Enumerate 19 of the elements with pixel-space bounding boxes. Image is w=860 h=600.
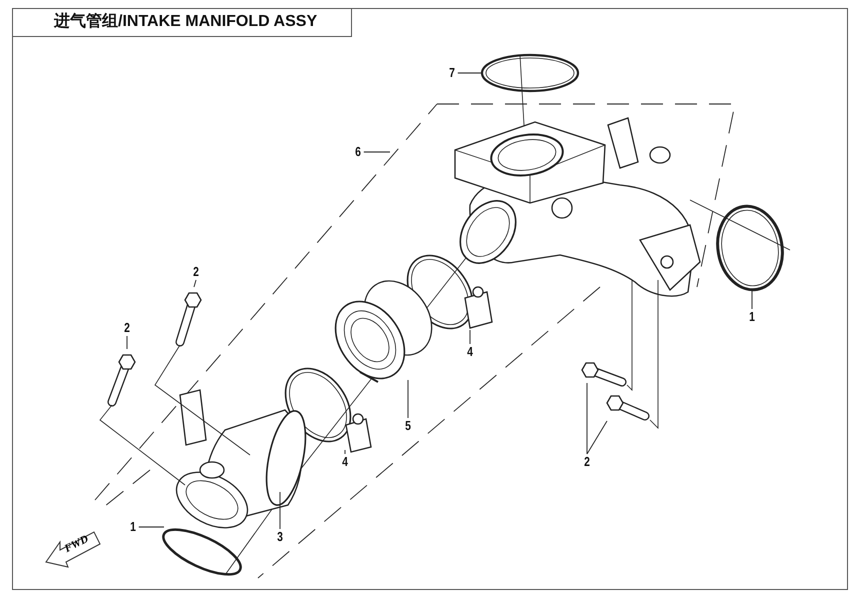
leader-line xyxy=(457,72,482,74)
leader-line xyxy=(194,280,196,288)
callout-number: 1 xyxy=(747,310,757,324)
callout-number: 2 xyxy=(582,455,592,469)
title: 进气管组/INTAKE MANIFOLD ASSY xyxy=(12,8,352,37)
callout-number: 2 xyxy=(122,321,132,335)
leader-line xyxy=(138,526,164,528)
callout-number: 5 xyxy=(403,419,413,433)
callout-number: 2 xyxy=(191,265,201,279)
callout-number: 3 xyxy=(275,530,285,544)
leader-line xyxy=(126,336,128,350)
leader-line xyxy=(344,450,346,454)
leader-line xyxy=(586,420,608,454)
leader-line xyxy=(586,382,588,454)
callout-number: 4 xyxy=(465,345,475,359)
callout-number: 7 xyxy=(447,66,457,80)
callout-number: 1 xyxy=(128,520,138,534)
callout-number: 6 xyxy=(353,145,363,159)
callout-number: 4 xyxy=(340,455,350,469)
